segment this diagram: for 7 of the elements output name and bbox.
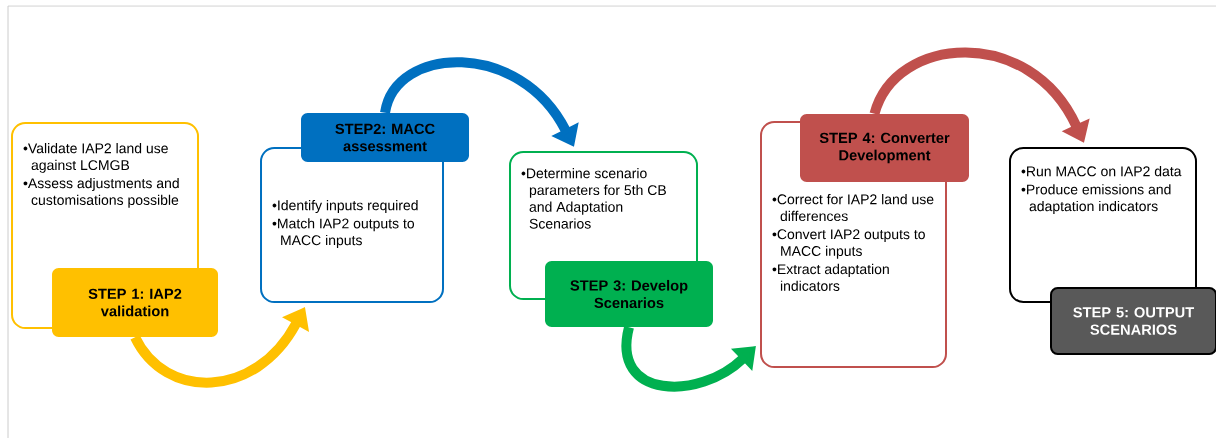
step-title-box: STEP 1: IAP2 validation — [52, 268, 218, 337]
step-title-box: STEP2: MACC assessment — [301, 113, 469, 162]
step-title-box: STEP 4: Converter Development — [800, 114, 969, 182]
step-title-box: STEP 5: OUTPUT SCENARIOS — [1050, 287, 1216, 355]
curved-arrow — [621, 326, 756, 392]
step-box: •Run MACC on IAP2 data •Produce emissions and adaptation indicators — [1009, 147, 1197, 303]
step-title-box: STEP 3: Develop Scenarios — [545, 261, 713, 327]
